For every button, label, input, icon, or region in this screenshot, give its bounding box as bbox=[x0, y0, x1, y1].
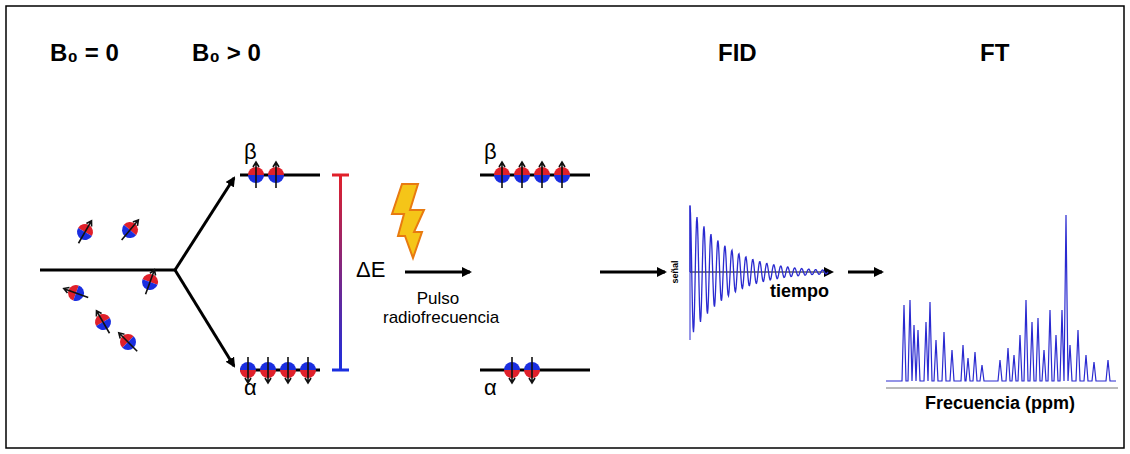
nuclear-spin bbox=[113, 327, 143, 357]
energy-gap bbox=[332, 369, 349, 372]
level-label: α bbox=[244, 376, 257, 400]
axis-label: señal bbox=[671, 260, 681, 283]
process-arrow bbox=[405, 271, 470, 274]
split-arrow bbox=[175, 178, 234, 270]
nuclear-spin bbox=[554, 162, 570, 188]
level-label: β bbox=[244, 140, 257, 164]
nuclear-spin bbox=[300, 357, 316, 383]
panel-title: FT bbox=[980, 40, 1009, 66]
nuclear-spin bbox=[248, 162, 264, 188]
nuclear-spin bbox=[61, 281, 91, 305]
spectrum bbox=[886, 215, 1116, 381]
frame bbox=[6, 6, 1124, 448]
nuclear-spin bbox=[72, 217, 99, 248]
level-label: α bbox=[484, 376, 497, 400]
nuclear-spin bbox=[514, 162, 530, 188]
nuclear-spin bbox=[524, 357, 540, 383]
axis-label: Frecuencia (ppm) bbox=[925, 394, 1075, 414]
pulse-label: Pulso radiofrecuencia bbox=[383, 290, 493, 327]
nuclear-spin bbox=[268, 162, 284, 188]
energy-gap bbox=[339, 175, 342, 371]
level-label: β bbox=[484, 140, 497, 164]
energy-label: ΔE bbox=[356, 258, 385, 282]
nuclear-spin bbox=[138, 267, 162, 297]
nuclear-spin bbox=[90, 307, 117, 338]
energy-gap bbox=[332, 174, 349, 177]
field-label: B₀ > 0 bbox=[192, 40, 261, 66]
split-arrow bbox=[175, 270, 234, 366]
panel-title: FID bbox=[718, 40, 757, 66]
nuclear-spin bbox=[494, 162, 510, 188]
pulse-bolt bbox=[392, 184, 424, 258]
nuclear-spin bbox=[116, 215, 145, 245]
fid-signal bbox=[690, 206, 828, 332]
field-label: B₀ = 0 bbox=[50, 40, 119, 66]
nuclear-spin bbox=[280, 357, 296, 383]
nuclear-spin bbox=[504, 357, 520, 383]
nuclear-spin bbox=[260, 357, 276, 383]
process-arrow bbox=[600, 271, 665, 274]
process-arrow bbox=[848, 271, 882, 274]
axis-label: tiempo bbox=[770, 282, 829, 302]
spectrum-axis bbox=[886, 388, 1118, 389]
nuclear-spin bbox=[534, 162, 550, 188]
